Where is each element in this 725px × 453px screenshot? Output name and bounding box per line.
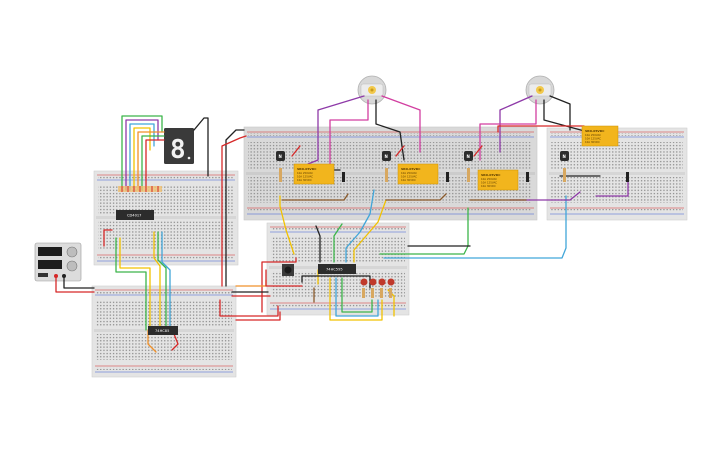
dc-motor-1 xyxy=(357,75,387,105)
chip-decoder: 74HC85 xyxy=(148,326,178,335)
relay-4-line2: 10A 125VAC xyxy=(585,137,601,141)
chip-counter-label: CD4017 xyxy=(127,214,141,218)
base-resistors xyxy=(279,168,566,182)
transistor-4: N xyxy=(560,151,569,161)
chip-counter: CD4017 xyxy=(116,210,154,220)
relay-1-title: SRD-05VDC xyxy=(297,167,317,171)
transistor-1: N xyxy=(276,151,285,161)
relay-2: SRD-05VDC 10A 250VAC 10A 125VAC 10A 30VD… xyxy=(397,163,439,185)
transistor-3-label: N xyxy=(467,154,470,159)
relay-3-line3: 10A 30VDC xyxy=(481,184,496,188)
power-supply xyxy=(34,242,82,282)
seven-segment-display: 8 xyxy=(164,128,194,165)
relay-1-line1: 10A 250VAC xyxy=(297,171,313,175)
transistor-1-label: N xyxy=(279,154,282,159)
display-digit: 8 xyxy=(170,135,186,165)
transistor-4-label: N xyxy=(563,154,566,159)
wires xyxy=(55,95,629,353)
transistor-2: N xyxy=(382,151,391,161)
relay-3-title: SRD-05VDC xyxy=(481,173,501,177)
relay-3: SRD-05VDC 10A 250VAC 10A 125VAC 10A 30VD… xyxy=(477,169,519,191)
relay-4-title: SRD-05VDC xyxy=(585,129,605,133)
transistor-2-label: N xyxy=(385,154,388,159)
relay-3-line2: 10A 125VAC xyxy=(481,181,497,185)
push-button xyxy=(282,264,294,276)
relay-1: SRD-05VDC 10A 250VAC 10A 125VAC 10A 30VD… xyxy=(293,163,335,185)
chip-driver-label: 74HC595 xyxy=(326,268,343,272)
breadboard-top-left xyxy=(93,170,239,266)
resistor-array xyxy=(118,186,162,192)
relay-4-line3: 10A 30VDC xyxy=(585,140,600,144)
relay-2-title: SRD-05VDC xyxy=(401,167,421,171)
chip-decoder-label: 74HC85 xyxy=(155,329,169,333)
relay-1-line3: 10A 30VDC xyxy=(297,178,312,182)
breadboard-top-right xyxy=(546,127,688,221)
relay-2-line2: 10A 125VAC xyxy=(401,175,417,179)
relay-4: SRD-05VDC 10A 250VAC 10A 125VAC 10A 30VD… xyxy=(581,125,619,147)
led-row xyxy=(360,278,395,298)
relay-4-line1: 10A 250VAC xyxy=(585,133,601,137)
chip-driver: 74HC595 xyxy=(318,264,356,274)
transistor-3: N xyxy=(464,151,473,161)
breadboard-bottom-left xyxy=(91,285,237,378)
relay-2-line3: 10A 30VDC xyxy=(401,178,416,182)
relay-2-line1: 10A 250VAC xyxy=(401,171,417,175)
relay-3-line1: 10A 250VAC xyxy=(481,177,497,181)
dc-motor-2 xyxy=(525,75,555,105)
diodes xyxy=(342,172,629,182)
relay-1-line2: 10A 125VAC xyxy=(297,175,313,179)
